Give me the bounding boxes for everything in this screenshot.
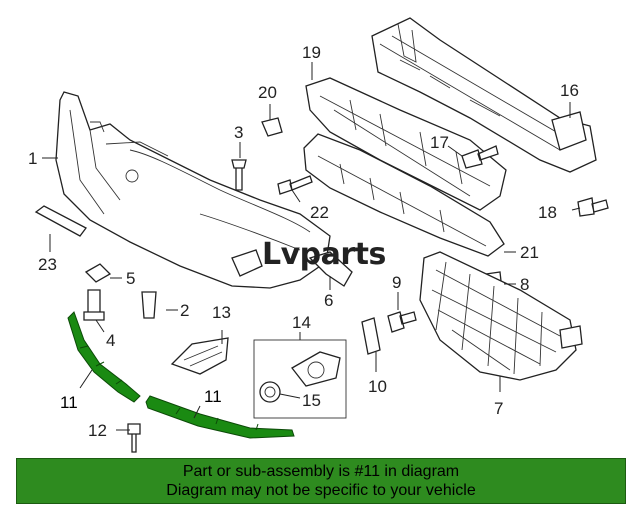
bracket xyxy=(308,251,353,287)
banner-line-1: Part or sub-assembly is #11 in diagram xyxy=(182,463,460,480)
fasteners xyxy=(83,117,609,453)
callout-4: 4 xyxy=(106,331,115,350)
grille-bracket xyxy=(361,317,381,355)
callout-19: 19 xyxy=(302,43,321,62)
lower-absorber xyxy=(303,133,505,257)
callout-8: 8 xyxy=(520,275,529,294)
callout-11-right: 11 xyxy=(204,387,222,406)
callout-15: 15 xyxy=(302,391,321,410)
fog-lamp-box xyxy=(253,339,347,419)
callout-14: 14 xyxy=(292,313,311,332)
leader-lines xyxy=(42,62,581,431)
fog-cover xyxy=(170,337,229,375)
callouts: 1 2 3 4 5 6 7 8 9 10 11 11 12 13 14 15 1… xyxy=(28,43,579,440)
callout-13: 13 xyxy=(212,303,231,322)
callout-9: 9 xyxy=(392,273,401,292)
callout-12: 12 xyxy=(88,421,107,440)
callout-6: 6 xyxy=(324,291,333,310)
callout-16: 16 xyxy=(560,81,579,100)
callout-18: 18 xyxy=(538,203,557,222)
callout-11-left: 11 xyxy=(60,393,78,412)
banner-line-2: Diagram may not be specific to your vehi… xyxy=(166,482,476,499)
callout-7: 7 xyxy=(494,399,503,418)
reinforcement-bar xyxy=(371,17,597,173)
callout-5: 5 xyxy=(126,269,135,288)
callout-3: 3 xyxy=(234,123,243,142)
grille xyxy=(419,251,583,381)
part-11-lip xyxy=(67,311,295,439)
upper-absorber xyxy=(305,77,507,211)
callout-20: 20 xyxy=(258,83,277,102)
callout-17: 17 xyxy=(430,133,449,152)
reflector xyxy=(34,205,87,237)
callout-2: 2 xyxy=(180,301,189,320)
bumper-cover xyxy=(55,91,331,289)
callout-21: 21 xyxy=(520,243,539,262)
callout-23: 23 xyxy=(38,255,57,274)
callout-10: 10 xyxy=(368,377,387,396)
callout-1: 1 xyxy=(28,149,37,168)
site-logo: Lvparts xyxy=(262,237,386,272)
info-banner: Part or sub-assembly is #11 in diagram D… xyxy=(16,458,626,504)
parts-diagram: 1 2 3 4 5 6 7 8 9 10 11 11 12 13 14 15 1… xyxy=(28,17,609,453)
callout-22: 22 xyxy=(310,203,329,222)
